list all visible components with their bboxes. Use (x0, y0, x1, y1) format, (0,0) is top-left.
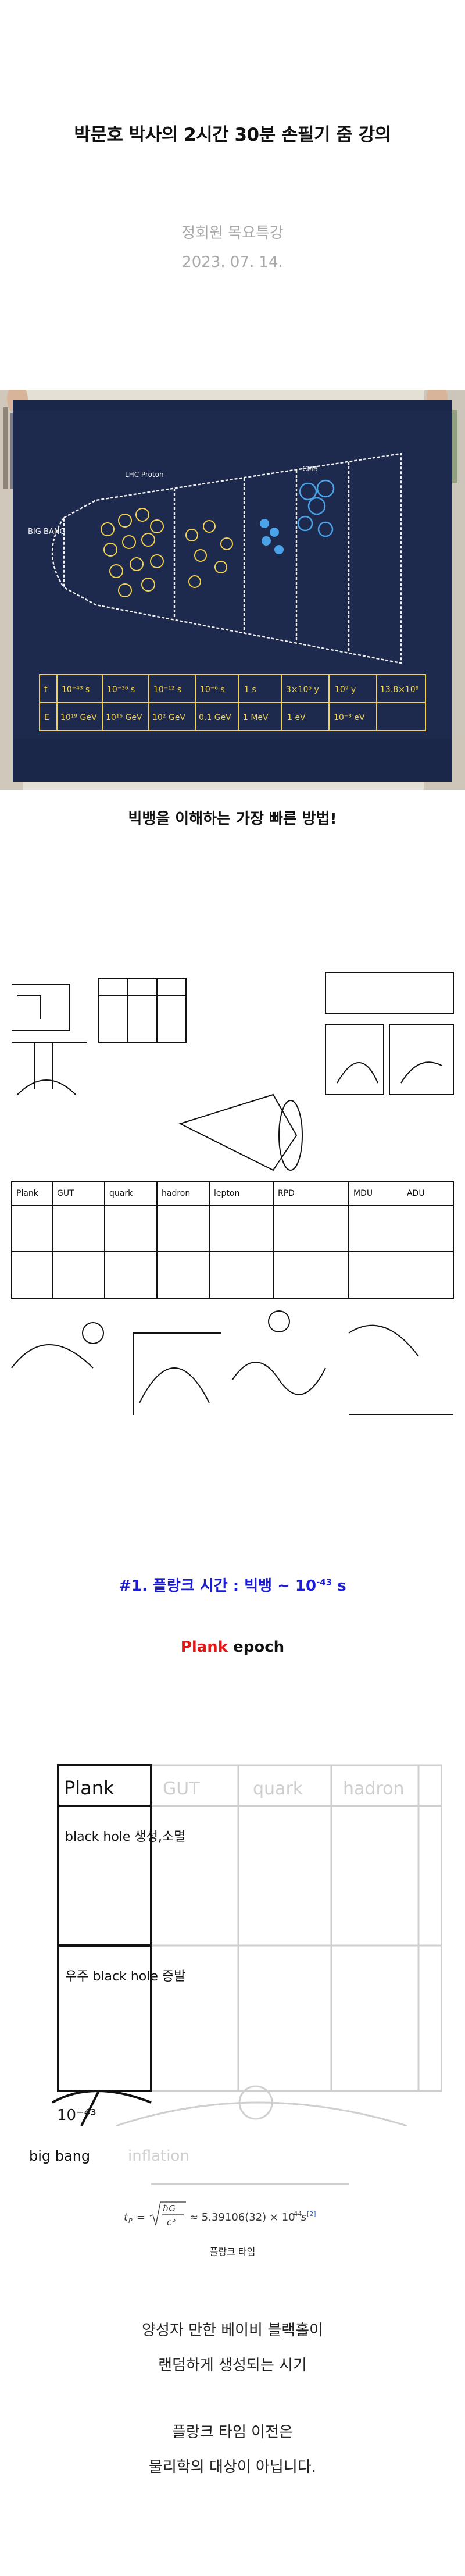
lecture-date: 2023. 07. 14. (182, 254, 283, 271)
faded-header: hadron (343, 1779, 404, 1799)
svg-text:P: P (128, 2217, 133, 2225)
svg-text:≈ 5.39106(32) × 10: ≈ 5.39106(32) × 10 (189, 2211, 295, 2224)
notes-table-header: quark (109, 1189, 133, 1198)
svg-text:−44: −44 (288, 2210, 302, 2218)
notes-table-header: Plank (16, 1189, 39, 1198)
plank-cell-1: black hole 생성,소멸 (65, 1830, 185, 1844)
big-bang-label: big bang (29, 2148, 90, 2164)
timeline-cell: 10⁹ y (335, 685, 356, 694)
description-line: 양성자 만한 베이비 블랙홀이 (142, 2322, 323, 2339)
formula-svg: t P = ħG c 5 ≈ 5.39106(32) × 10 −44 s [2… (124, 2201, 316, 2228)
epoch-title: Plank epoch (180, 1638, 285, 1656)
plank-epoch-notes: GUT quark hadron Plank black hole 생성,소멸 … (23, 1754, 442, 2216)
lecture-subtitle: 정회원 목요특강 (181, 225, 284, 242)
timeline-cell: 1 s (244, 685, 256, 694)
energy-cell: 0.1 GeV (199, 713, 231, 722)
big-bang-label: BIG BANG (28, 528, 66, 536)
timeline-cell: 10⁻⁶ s (200, 685, 225, 694)
energy-cell: 10¹⁹ GeV (60, 713, 97, 722)
energy-cell: 1 eV (287, 713, 306, 722)
bigbang-cloth-illustration: BIG BANG LHC Proton CMB t 10⁻⁴³ s 10⁻³⁶ … (0, 390, 465, 790)
inflation-label: inflation (128, 2147, 189, 2165)
plank-time-label: 10⁻⁴³ (57, 2107, 96, 2124)
timeline-cell: 10⁻³⁶ s (107, 685, 135, 694)
description-line: 랜덤하게 생성되는 시기 (158, 2357, 307, 2374)
faded-header: GUT (163, 1779, 200, 1799)
svg-text:5: 5 (172, 2217, 176, 2224)
plank-header: Plank (64, 1777, 115, 1799)
svg-text:s: s (301, 2211, 306, 2224)
faded-header: quark (253, 1779, 303, 1799)
svg-text:ħG: ħG (163, 2203, 176, 2214)
notes-table-header: ADU (407, 1189, 425, 1198)
energy-cell: E (44, 713, 49, 722)
description-line: 플랑크 타임 이전은 (172, 2424, 293, 2441)
notes-table-header: MDU (353, 1189, 373, 1198)
notes-table-header: hadron (162, 1189, 190, 1198)
description-line: 물리학의 대상이 아닙니다. (149, 2459, 316, 2476)
energy-cell: 10² GeV (152, 713, 185, 722)
svg-text:t: t (124, 2211, 128, 2224)
timeline-cell: 13.8×10⁹ (380, 685, 419, 694)
cmb-label: CMB (302, 465, 318, 473)
planck-time-formula: t P = ħG c 5 ≈ 5.39106(32) × 10 −44 s [2… (0, 2199, 465, 2233)
plank-column-sketch: GUT quark hadron Plank black hole 생성,소멸 … (29, 1764, 442, 2185)
formula-caption: 플랑크 타임 (209, 2246, 256, 2257)
section-heading: #1. 플랑크 시간 : 빅뱅 ~ 10-43 s (119, 1577, 346, 1595)
svg-text:=: = (137, 2211, 145, 2224)
handwritten-notes-overview: Plank GUT quark hadron lepton RPD MDU AD… (0, 961, 465, 1435)
photo-caption: 빅뱅을 이해하는 가장 빠른 방법! (128, 810, 337, 828)
lecture-photo: BIG BANG LHC Proton CMB t 10⁻⁴³ s 10⁻³⁶ … (0, 390, 465, 790)
timeline-cell: 10⁻¹² s (153, 685, 181, 694)
plank-cell-2: 우주 black hole 증발 (65, 1969, 185, 1984)
timeline-cell: t (44, 685, 48, 694)
description-block-2: 플랑크 타임 이전은 물리학의 대상이 아닙니다. (0, 2415, 465, 2485)
energy-cell: 10¹⁶ GeV (106, 713, 142, 722)
lhc-label: LHC Proton (125, 471, 164, 479)
description-block-1: 양성자 만한 베이비 블랙홀이 랜덤하게 생성되는 시기 (0, 2313, 465, 2383)
svg-text:[2]: [2] (307, 2210, 316, 2218)
timeline-cell: 3×10⁵ y (286, 685, 319, 694)
notes-table-header: RPD (278, 1189, 295, 1198)
notes-table-header: lepton (214, 1189, 239, 1198)
energy-cell: 1 MeV (243, 713, 269, 722)
energy-cell: 10⁻³ eV (334, 713, 365, 722)
notes-sketch: Plank GUT quark hadron lepton RPD MDU AD… (11, 972, 454, 1415)
page-title: 박문호 박사의 2시간 30분 손필기 줌 강의 (74, 124, 391, 145)
svg-text:c: c (167, 2217, 172, 2228)
timeline-cell: 10⁻⁴³ s (62, 685, 90, 694)
notes-table-header: GUT (57, 1189, 74, 1198)
